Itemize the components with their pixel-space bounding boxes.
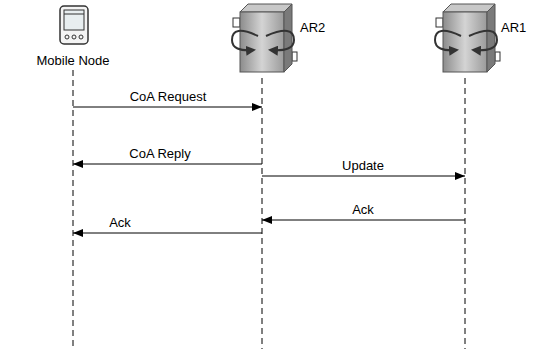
message-label: Ack — [350, 202, 376, 217]
message-arrow — [262, 220, 465, 221]
router-icon — [232, 4, 297, 72]
message-arrow — [262, 176, 465, 177]
mobile-node: Mobile Node — [34, 2, 113, 68]
node-label: Mobile Node — [37, 53, 110, 68]
node-label: AR2 — [300, 20, 325, 35]
message-arrow — [73, 233, 262, 234]
lifeline — [73, 70, 74, 349]
message-arrow — [73, 164, 262, 165]
message-arrow — [73, 107, 262, 108]
node-label: AR1 — [501, 20, 526, 35]
message-label: CoA Request — [128, 89, 209, 104]
pda-icon — [60, 6, 88, 44]
router-node: AR1 — [433, 2, 533, 78]
message-label: Update — [340, 158, 386, 173]
router-node: AR2 — [230, 2, 330, 78]
lifeline — [465, 78, 466, 349]
message-label: Ack — [107, 215, 133, 230]
router-icon — [435, 4, 500, 72]
message-label: CoA Reply — [127, 146, 192, 161]
lifeline — [262, 78, 263, 349]
